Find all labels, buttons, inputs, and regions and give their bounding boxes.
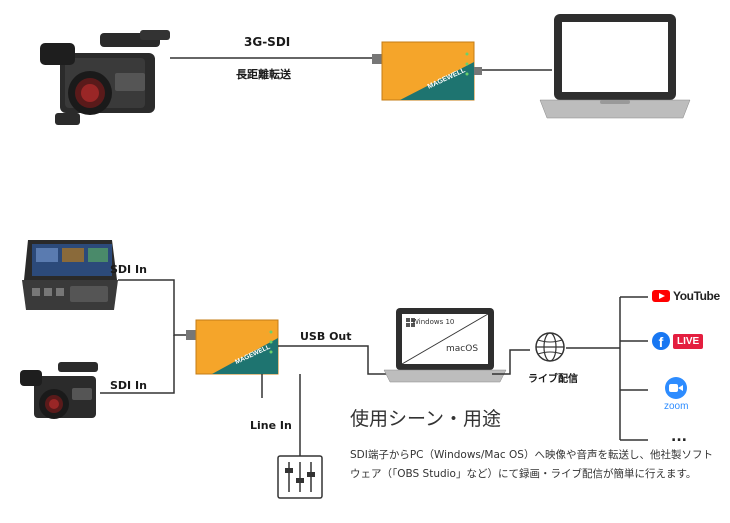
laptop-icon [539, 14, 691, 119]
globe-icon [535, 332, 565, 362]
sdi-in-label-2: SDI In [110, 379, 147, 392]
usb-cable [278, 345, 386, 375]
usage-heading: 使用シーン・用途 [350, 408, 502, 430]
signal-label: 3G-SDI [244, 35, 291, 49]
usage-description: SDI端子からPC（Windows/Mac OS）へ映像や音声を転送し、他社製ソ… [350, 449, 713, 480]
converter-icon: MAGEWELL [186, 319, 279, 375]
facebook-icon: f [652, 332, 670, 350]
zoom-logo: zoom [664, 377, 688, 412]
laptop-icon [383, 308, 507, 383]
more-services: ... [671, 429, 687, 445]
camcorder-icon [20, 362, 98, 419]
camcorder-icon [40, 30, 170, 125]
audio-mixer-icon [277, 455, 323, 499]
facebook-live-logo: f LIVE [652, 332, 704, 350]
live-streaming-label: ライブ配信 [528, 374, 578, 385]
windows-label: Windows 10 [412, 318, 455, 326]
switcher-icon [22, 240, 118, 310]
youtube-logo: YouTube [652, 289, 720, 303]
youtube-play-icon [652, 290, 670, 302]
converter-icon: MAGEWELL [372, 41, 482, 101]
sdi-in-label-1: SDI In [110, 263, 147, 276]
internet-cable [492, 349, 530, 375]
zoom-camera-icon [665, 377, 688, 399]
live-badge: LIVE [673, 333, 704, 349]
long-distance-label: 長距離転送 [236, 68, 291, 81]
usb-out-label: USB Out [300, 330, 352, 343]
macos-label: macOS [446, 344, 479, 354]
line-in-label: Line In [250, 419, 292, 432]
youtube-label: YouTube [673, 289, 720, 303]
sdi-cable-2 [100, 335, 175, 394]
sdi-cable-1 [118, 279, 196, 336]
zoom-label: zoom [664, 401, 689, 412]
